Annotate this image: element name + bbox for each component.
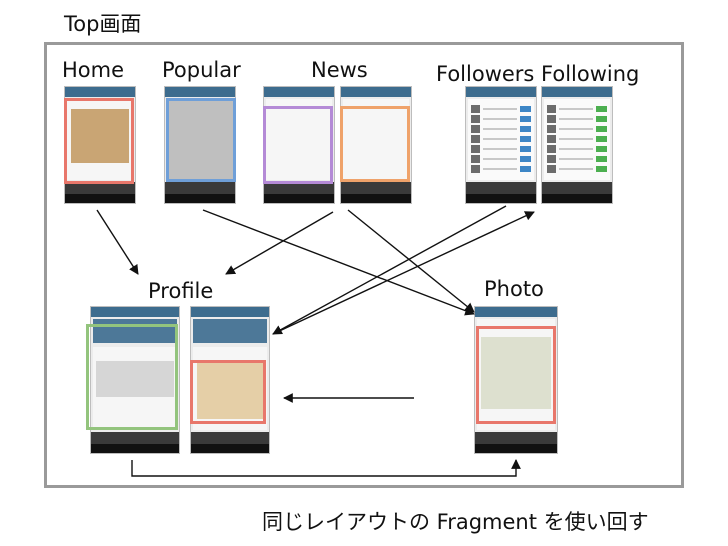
arrow-home-to-profile [96,209,139,275]
phone-followers [465,86,537,204]
phone-news-1 [263,86,335,204]
arrow-profile-to-following [272,211,535,335]
highlight-home [64,98,134,184]
highlight-photo [476,326,556,424]
food-photo [71,109,129,163]
label-popular: Popular [162,58,241,82]
page-title: Top画面 [64,12,142,36]
phone-following [541,86,613,204]
highlight-popular [166,98,236,182]
highlight-news-1 [263,106,333,184]
label-home: Home [62,58,125,82]
photo-grid [96,361,174,397]
highlight-profile-1 [86,324,178,430]
arrow-news-to-photo [347,209,475,313]
arrow-followers-to-profile [272,205,507,335]
photo-image [481,337,551,409]
profile-stats [193,319,267,343]
arrow-profile-to-photo-bottom [131,459,521,477]
diagram-frame [44,42,684,488]
phone-home [64,86,136,204]
phone-photo [474,306,558,454]
arrow-news-to-profile [225,211,334,275]
label-profile: Profile [148,279,214,303]
phone-profile-2 [190,306,270,454]
phone-news-2 [340,86,412,204]
label-photo: Photo [484,277,544,301]
profile-stats [93,319,177,343]
caption: 同じレイアウトの Fragment を使い回す [262,510,649,534]
label-news: News [311,58,368,82]
label-followers-following: Followers Following [436,62,640,86]
selected-photo [197,363,263,419]
highlight-profile-2 [190,360,266,424]
arrow-popular-to-photo [202,209,475,316]
phone-popular [164,86,236,204]
highlight-news-2 [340,106,410,182]
